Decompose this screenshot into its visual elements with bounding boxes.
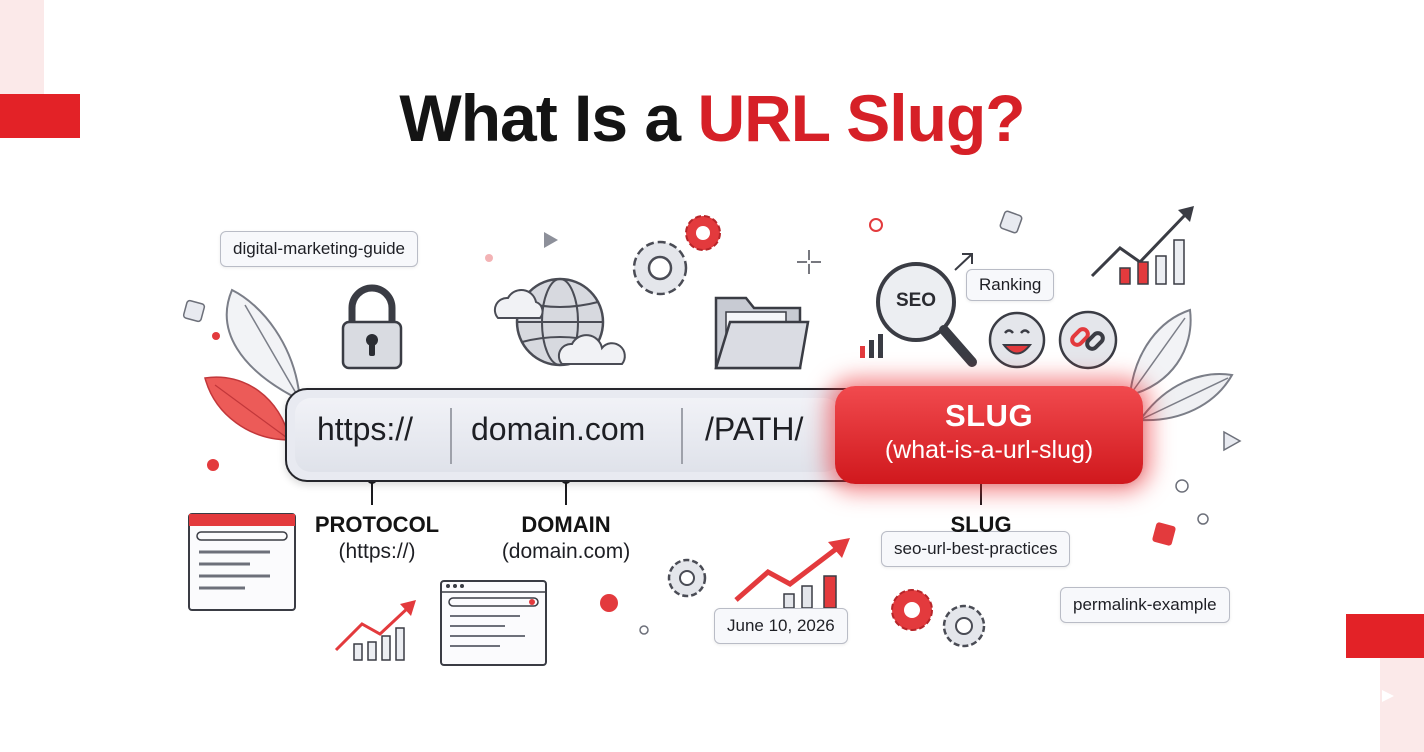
- domain-label-sub: (domain.com): [501, 540, 631, 563]
- smiley-icon: [988, 311, 1046, 369]
- url-divider: [681, 408, 683, 464]
- title-part-2: URL Slug?: [697, 81, 1025, 155]
- page-title: What Is a URL Slug?: [0, 80, 1424, 156]
- title-part-1: What Is a: [399, 81, 698, 155]
- trend-chart-bottom-left-icon: [334, 600, 416, 661]
- gears-top-icon: [632, 215, 721, 296]
- corner-decoration-top-left: [0, 0, 44, 96]
- tag-permalink-example: permalink-example: [1060, 587, 1230, 623]
- growth-chart-icon: [734, 538, 850, 609]
- gears-bottom-right-icon: [891, 589, 986, 648]
- trend-chart-top-right-icon: [1090, 206, 1194, 285]
- lock-icon: [341, 284, 403, 370]
- right-leaves-icon: [1128, 308, 1234, 422]
- folder-icon: [714, 296, 810, 370]
- seo-magnifier-icon: [860, 253, 977, 367]
- corner-red-bar-bottom-right: [1346, 614, 1424, 658]
- slug-label: SLUG: [931, 512, 1031, 538]
- protocol-label-heading: PROTOCOL: [314, 512, 440, 537]
- link-icon: [1058, 310, 1118, 370]
- slug-value: (what-is-a-url-slug): [884, 436, 1094, 464]
- tag-seo-url-best-practices: seo-url-best-practices: [881, 531, 1071, 567]
- corner-decoration-bottom-right: [1380, 658, 1424, 752]
- url-bar-inner: [295, 398, 840, 472]
- tag-digital-marketing-guide: digital-marketing-guide: [220, 231, 418, 267]
- browser-window-icon-center: [440, 580, 547, 666]
- url-protocol-segment: https://: [317, 411, 414, 447]
- url-divider: [450, 408, 452, 464]
- url-slug-segment: SLUG (what-is-a-url-slug): [835, 386, 1143, 484]
- slug-title: SLUG: [944, 398, 1034, 433]
- slug-label-heading: SLUG: [950, 512, 1012, 537]
- corner-red-bar-top-left: [0, 94, 80, 138]
- gear-bottom-center-icon: [667, 558, 707, 598]
- url-bar: https:// domain.com /PATH/ SLUG (what-is…: [285, 386, 1143, 484]
- domain-label-heading: DOMAIN: [521, 512, 611, 537]
- seo-badge-label: SEO: [895, 290, 937, 311]
- protocol-label: PROTOCOL (https://): [297, 512, 457, 564]
- tag-ranking: Ranking: [966, 269, 1055, 301]
- left-leaves-icon: [204, 288, 302, 441]
- domain-label: DOMAIN (domain.com): [480, 512, 652, 564]
- protocol-label-sub: (https://): [338, 540, 416, 563]
- browser-window-icon-left: [188, 513, 296, 611]
- tag-date: June 10, 2026: [714, 608, 848, 644]
- decorative-shapes: [182, 210, 1394, 702]
- url-domain-segment: domain.com: [471, 411, 646, 447]
- url-path-segment: /PATH/: [705, 411, 804, 447]
- globe-cloud-icon: [493, 277, 626, 367]
